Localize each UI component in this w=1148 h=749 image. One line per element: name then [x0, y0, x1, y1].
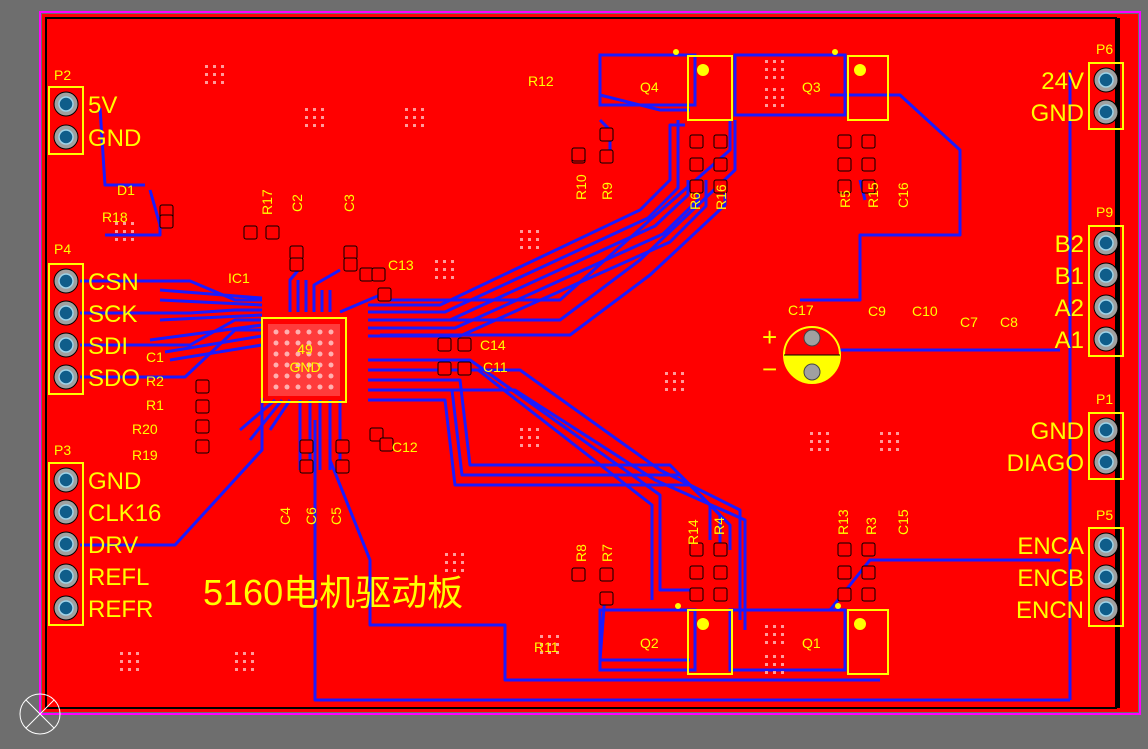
ref-r6: R6 [687, 192, 703, 210]
pin-label-p4-2: SDI [88, 333, 128, 360]
cap-plus-mark: + [762, 322, 777, 352]
ref-r9: R9 [599, 182, 615, 200]
ref-c17: C17 [788, 302, 814, 318]
via-arrays [115, 60, 899, 674]
ref-ic1: IC1 [228, 270, 250, 286]
ref-c1: C1 [146, 349, 164, 365]
ref-c7: C7 [960, 314, 978, 330]
ref-c6: C6 [303, 507, 319, 525]
ref-r7: R7 [599, 544, 615, 562]
ref-r14: R14 [685, 519, 701, 545]
pin-label-p6-1: GND [1031, 100, 1084, 127]
ref-q1: Q1 [802, 635, 821, 651]
ref-p5: P5 [1096, 507, 1113, 523]
ref-r4: R4 [711, 517, 727, 535]
through-hole-connectors: 5VGNDP2CSNSCKSDISDOP4GNDCLK16DRVREFLREFR… [48, 41, 1124, 627]
connector-p2: 5V GND P2 [48, 67, 141, 155]
ref-r1: R1 [146, 397, 164, 413]
ref-r20: R20 [132, 421, 158, 437]
ref-r16: R16 [713, 184, 729, 210]
origin-marker [19, 693, 61, 735]
pin-label-p1-1: DIAGO [1007, 450, 1084, 477]
connector-p5: ENCA ENCB ENCN P5 [1016, 507, 1124, 627]
smd-pads [159, 127, 876, 606]
ref-p4: P4 [54, 241, 71, 257]
connector-p6: 24V GND P6 [1031, 41, 1124, 130]
pin-label-p5-1: ENCB [1017, 565, 1084, 592]
pin-label-p3-0: GND [88, 468, 141, 495]
connector-p4: CSN SCK SDI SDO P4 [48, 241, 140, 395]
pin-label-p4-3: SDO [88, 365, 140, 392]
pin-label-p3-4: REFR [88, 596, 153, 623]
pin-label-p5-2: ENCN [1016, 597, 1084, 624]
ref-r3: R3 [863, 517, 879, 535]
pin-label-p9-0: B2 [1055, 231, 1084, 258]
ic1-pad-number: 49 [297, 341, 313, 357]
board-outline [39, 11, 1141, 715]
ref-c8: C8 [1000, 314, 1018, 330]
ref-c13: C13 [388, 257, 414, 273]
pin-label-p3-3: REFL [88, 564, 149, 591]
pin-label-p9-3: A1 [1055, 327, 1084, 354]
ref-r12: R12 [528, 73, 554, 89]
pin-label-p1-0: GND [1031, 418, 1084, 445]
cap-minus-mark: − [762, 354, 777, 384]
capacitor-c17 [783, 326, 841, 384]
ref-c3: C3 [341, 194, 357, 212]
ref-c16: C16 [895, 182, 911, 208]
ref-r19: R19 [132, 447, 158, 463]
ref-p9: P9 [1096, 204, 1113, 220]
bottom-layer-traces [80, 60, 1072, 702]
ref-q4: Q4 [640, 79, 659, 95]
pin-label-p2-0: 5V [88, 92, 117, 119]
ref-r5: R5 [837, 190, 853, 208]
ref-c4: C4 [277, 507, 293, 525]
board-title: 5160电机驱动板 [203, 572, 463, 613]
mosfet-silk [687, 55, 889, 675]
pin-label-p4-1: SCK [88, 301, 137, 328]
ref-r18: R18 [102, 209, 128, 225]
pin-label-p2-1: GND [88, 125, 141, 152]
ref-r17: R17 [259, 189, 275, 215]
ref-r8: R8 [573, 544, 589, 562]
ref-r15: R15 [865, 182, 881, 208]
ref-c14: C14 [480, 337, 506, 353]
ref-r2: R2 [146, 373, 164, 389]
ref-r13: R13 [835, 509, 851, 535]
pin-label-p3-2: DRV [88, 532, 138, 559]
ic1-package [261, 317, 347, 403]
ref-p2: P2 [54, 67, 71, 83]
pin-label-p5-0: ENCA [1017, 533, 1084, 560]
mosfet-pin1-dots [673, 49, 866, 630]
ref-c10: C10 [912, 303, 938, 319]
ref-c11: C11 [483, 359, 508, 375]
ref-c15: C15 [895, 509, 911, 535]
pin-label-p4-0: CSN [88, 269, 139, 296]
ref-c9: C9 [868, 303, 886, 319]
ref-q3: Q3 [802, 79, 821, 95]
ref-c2: C2 [289, 194, 305, 212]
pin-label-p6-0: 24V [1041, 68, 1084, 95]
ref-p3: P3 [54, 442, 71, 458]
ref-r10: R10 [573, 174, 589, 200]
ref-c5: C5 [328, 507, 344, 525]
ref-p1: P1 [1096, 391, 1113, 407]
ref-q2: Q2 [640, 635, 659, 651]
ref-r11: R11 [534, 639, 559, 655]
pin-label-p3-1: CLK16 [88, 500, 161, 527]
copper-pour [42, 14, 1138, 712]
pin-label-p9-1: B1 [1055, 263, 1084, 290]
mosfet-footprints [598, 53, 847, 672]
ref-p6: P6 [1096, 41, 1113, 57]
ref-d1: D1 [117, 182, 135, 198]
pin-label-p9-2: A2 [1055, 295, 1084, 322]
ic1-gnd-label: GND [289, 359, 320, 375]
connector-p1: GND DIAGO P1 [1007, 391, 1124, 480]
ref-c12: C12 [392, 439, 418, 455]
